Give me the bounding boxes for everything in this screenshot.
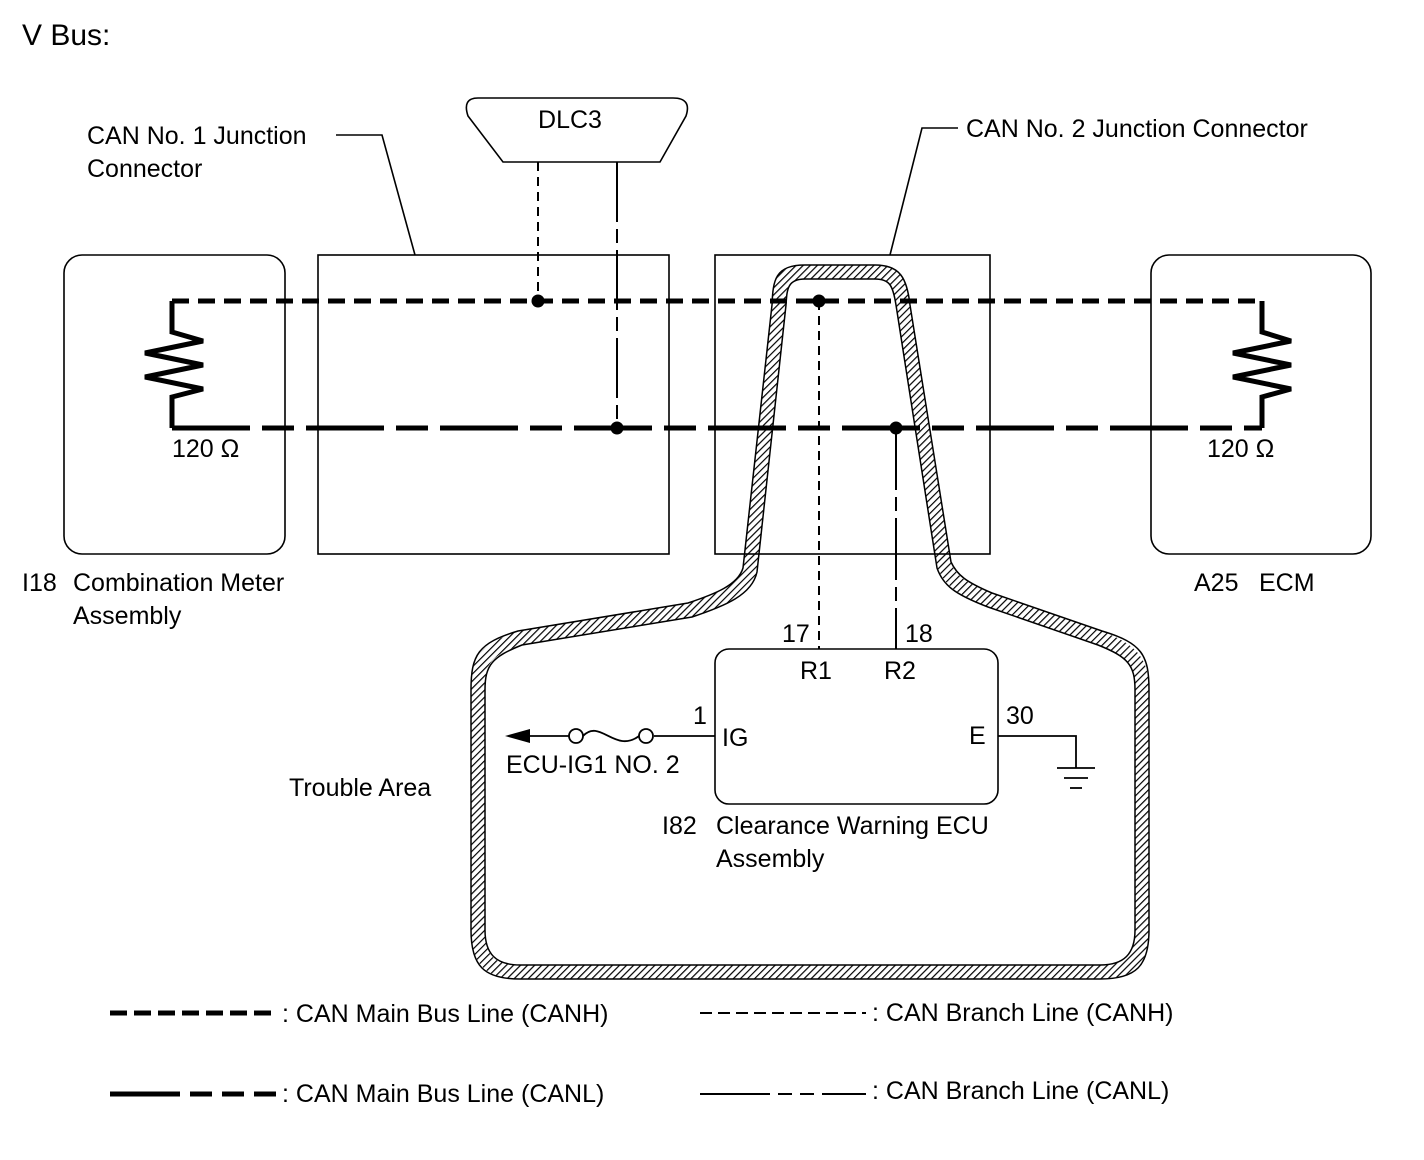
trouble-area-label: Trouble Area	[289, 774, 431, 802]
legend-main-canl-label: : CAN Main Bus Line (CANL)	[282, 1080, 604, 1108]
fuse-label: ECU-IG1 NO. 2	[506, 751, 680, 779]
arrow-left-icon	[505, 729, 530, 743]
junction-2-label: CAN No. 2 Junction Connector	[966, 115, 1308, 143]
clearance-ecu-name-line2: Assembly	[716, 845, 825, 873]
pin-30-number: 30	[1006, 702, 1034, 730]
ecm-name: ECM	[1259, 569, 1315, 597]
fuse-icon	[520, 728, 715, 744]
pin-18-number: 18	[905, 620, 933, 648]
clearance-ecu-box	[714, 648, 999, 805]
legend-branch-canh-label: : CAN Branch Line (CANH)	[872, 999, 1173, 1027]
combination-meter-code: I18	[22, 569, 57, 597]
ecm-code: A25	[1194, 569, 1238, 597]
ground-icon	[998, 735, 1095, 789]
legend-main-canh-label: : CAN Main Bus Line (CANH)	[282, 1000, 608, 1028]
junction-1-leader	[336, 134, 416, 256]
legend-branch-canl-label: : CAN Branch Line (CANL)	[872, 1077, 1169, 1105]
clearance-ecu-code: I82	[662, 812, 697, 840]
trouble-area-outline	[470, 264, 1150, 980]
junction-dot	[889, 421, 903, 435]
legend: : CAN Main Bus Line (CANH) : CAN Branch …	[110, 999, 1173, 1108]
junction-dot	[812, 294, 826, 308]
pin-1-number: 1	[693, 702, 707, 730]
combination-meter-name-line1: Combination Meter	[73, 569, 284, 597]
diagram-title: V Bus:	[22, 19, 110, 52]
pin-e-name: E	[969, 722, 986, 750]
junction-2-leader	[889, 127, 958, 256]
junction-dot	[610, 421, 624, 435]
dlc3-connector	[465, 97, 689, 163]
resistor-combination-meter	[144, 301, 204, 428]
resistor-value-right: 120 Ω	[1207, 435, 1274, 463]
junction-dot	[531, 294, 545, 308]
ecm-box	[1150, 254, 1372, 555]
pin-r2-name: R2	[884, 657, 916, 685]
pin-ig-name: IG	[722, 724, 748, 752]
pin-r1-name: R1	[800, 657, 832, 685]
combination-meter-name-line2: Assembly	[73, 602, 182, 630]
junction-connector-1-box	[317, 254, 670, 555]
junction-1-label-line2: Connector	[87, 155, 202, 183]
combination-meter-box	[63, 254, 286, 555]
pin-17-number: 17	[782, 620, 810, 648]
clearance-ecu-name-line1: Clearance Warning ECU	[716, 812, 989, 840]
dlc3-label: DLC3	[538, 106, 602, 134]
resistor-value-left: 120 Ω	[172, 435, 239, 463]
resistor-ecm	[1232, 301, 1292, 428]
junction-connector-2-box	[714, 254, 991, 555]
junction-1-label-line1: CAN No. 1 Junction	[87, 122, 307, 150]
